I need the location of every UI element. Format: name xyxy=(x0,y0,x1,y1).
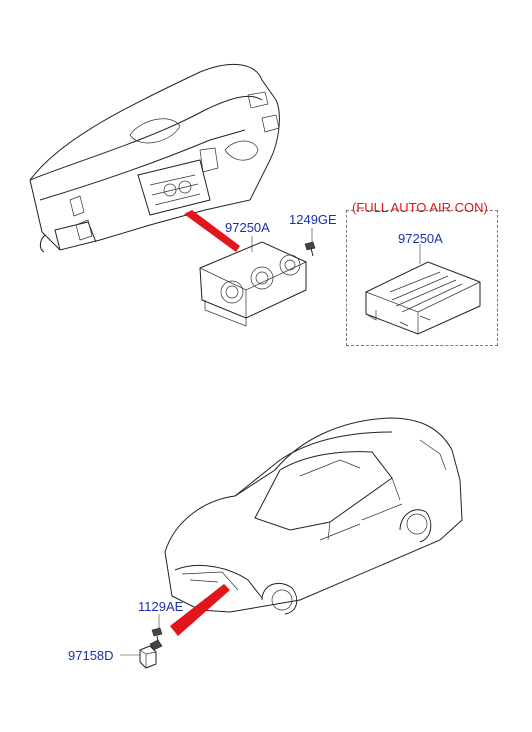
full-auto-air-con-note: (FULL AUTO AIR CON) xyxy=(352,200,488,215)
heater-control-manual xyxy=(199,241,307,327)
dashboard-illustration xyxy=(29,63,280,253)
full-auto-frame xyxy=(346,210,498,346)
sensor-97158d-icon xyxy=(139,639,163,669)
car-illustration xyxy=(164,417,463,615)
part-label-97250a-full-auto: 97250A xyxy=(398,231,443,246)
part-label-97158d: 97158D xyxy=(68,648,114,663)
pointer-arrow-dash xyxy=(184,210,240,252)
part-label-97250a-manual: 97250A xyxy=(225,220,270,235)
screw-1249ge-icon xyxy=(304,241,316,257)
part-label-1129ae: 1129AE xyxy=(138,599,184,614)
pointer-arrow-car xyxy=(170,584,230,636)
part-label-1249ge: 1249GE xyxy=(289,212,337,227)
heater-control-full-auto xyxy=(365,261,481,335)
